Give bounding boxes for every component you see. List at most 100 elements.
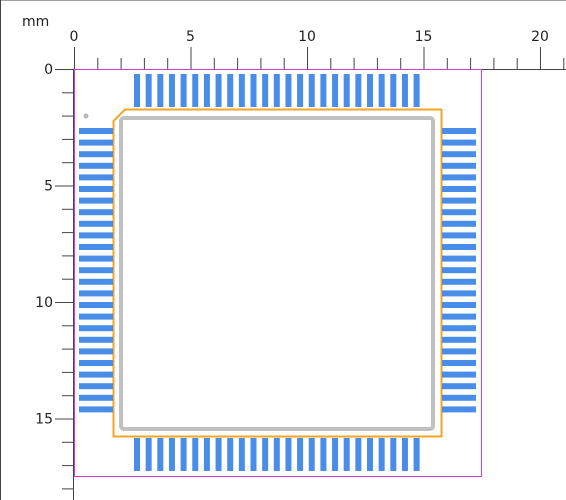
x-ruler-tick-label: 10	[298, 29, 316, 45]
pad-bottom	[285, 438, 292, 471]
pad-bottom	[215, 438, 222, 471]
pad-bottom	[238, 438, 245, 471]
pad-bottom	[320, 438, 327, 471]
pin-1-marker	[83, 113, 89, 119]
pad-top	[285, 74, 292, 107]
pad-left	[79, 162, 113, 169]
pad-bottom	[378, 438, 385, 471]
pad-left	[79, 313, 113, 320]
pad-bottom	[332, 438, 339, 471]
pad-array	[79, 74, 476, 471]
pad-left	[79, 278, 113, 285]
pad-top	[273, 74, 280, 107]
x-ruler-tick-label: 0	[70, 29, 79, 45]
pad-left	[79, 290, 113, 297]
pad-left	[79, 244, 113, 250]
pad-bottom	[367, 438, 373, 471]
pad-top	[262, 74, 269, 107]
pad-left	[79, 174, 113, 181]
pad-right	[442, 244, 476, 250]
pad-right	[442, 128, 476, 134]
pad-right	[442, 162, 476, 169]
pad-left	[79, 220, 113, 227]
pad-right	[442, 186, 476, 192]
pad-right	[442, 267, 476, 274]
pad-right	[442, 220, 476, 227]
pad-bottom	[227, 438, 234, 471]
pad-bottom	[157, 438, 164, 471]
pad-left	[79, 255, 113, 262]
pad-right	[442, 151, 476, 158]
pad-right	[442, 360, 476, 366]
x-ruler-tick-label: 15	[415, 29, 433, 45]
pad-top	[157, 74, 164, 107]
pad-right	[442, 383, 476, 390]
pad-left	[79, 186, 113, 192]
y-ruler-tick-label: 15	[35, 412, 53, 428]
pad-left	[79, 325, 113, 332]
pad-top	[192, 74, 199, 107]
pad-top	[320, 74, 327, 107]
pad-top	[238, 74, 245, 107]
pad-bottom	[134, 438, 140, 471]
pad-right	[442, 139, 476, 146]
pad-right	[442, 290, 476, 297]
pad-top	[168, 74, 175, 107]
pad-left	[79, 139, 113, 146]
pad-bottom	[262, 438, 269, 471]
pad-top	[367, 74, 373, 107]
pad-top	[355, 74, 362, 107]
pad-top	[250, 74, 257, 107]
pad-bottom	[192, 438, 199, 471]
y-ruler-tick-label: 0	[44, 62, 53, 78]
pad-left	[79, 232, 113, 239]
pad-right	[442, 394, 476, 401]
pad-bottom	[413, 438, 420, 471]
pad-bottom	[308, 438, 315, 471]
pad-top	[401, 74, 408, 107]
pad-right	[442, 313, 476, 320]
pad-left	[79, 128, 113, 134]
pad-top	[413, 74, 420, 107]
pad-top	[297, 74, 304, 107]
y-ruler-tick-label: 5	[44, 179, 53, 195]
pad-left	[79, 267, 113, 274]
pad-left	[79, 302, 113, 308]
pad-bottom	[145, 438, 152, 471]
pad-bottom	[355, 438, 362, 471]
pad-right	[442, 174, 476, 181]
pad-bottom	[203, 438, 210, 471]
pad-bottom	[273, 438, 280, 471]
ic-footprint[interactable]	[74, 69, 482, 477]
pad-right	[442, 302, 476, 308]
x-ruler-tick-label: 5	[186, 29, 195, 45]
pad-right	[442, 348, 476, 355]
pad-top	[203, 74, 210, 107]
pad-left	[79, 336, 113, 343]
pad-top	[227, 74, 234, 107]
pad-top	[215, 74, 222, 107]
package-body-outline	[119, 116, 435, 431]
pad-bottom	[180, 438, 187, 471]
pad-left	[79, 394, 113, 401]
pad-right	[442, 371, 476, 378]
pad-top	[134, 74, 140, 107]
pad-right	[442, 278, 476, 285]
pad-top	[343, 74, 350, 107]
pad-bottom	[297, 438, 304, 471]
pad-bottom	[250, 438, 257, 471]
pad-right	[442, 197, 476, 204]
pad-left	[79, 383, 113, 390]
pad-top	[390, 74, 397, 107]
pad-bottom	[401, 438, 408, 471]
pad-bottom	[390, 438, 397, 471]
pad-right	[442, 336, 476, 343]
pad-right	[442, 232, 476, 239]
pad-right	[442, 209, 476, 216]
pad-top	[332, 74, 339, 107]
pad-bottom	[343, 438, 350, 471]
pad-right	[442, 406, 476, 413]
